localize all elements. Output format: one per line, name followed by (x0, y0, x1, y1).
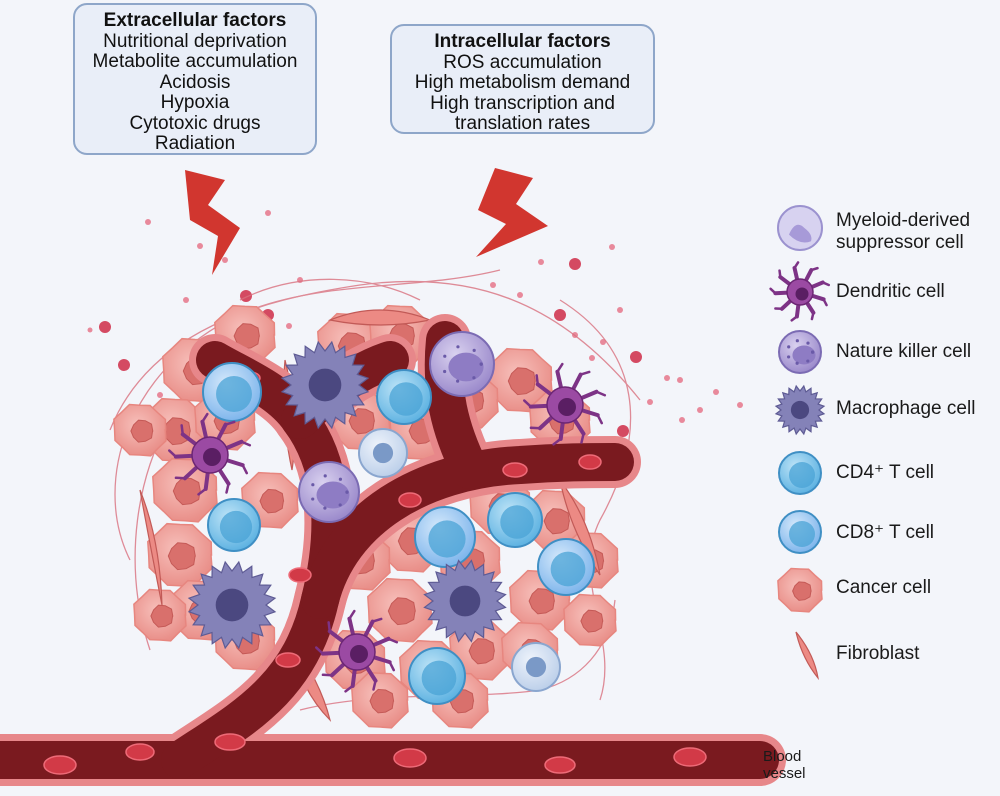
fibroblast (139, 489, 163, 606)
blood-vessel-label: Blood vessel (763, 748, 806, 782)
dendritic-cell (523, 362, 607, 446)
vesicle (617, 307, 623, 313)
fibroblast-icon (795, 631, 819, 681)
nk-cell (778, 330, 822, 374)
vesicle (569, 258, 581, 270)
legend-label-cd8: CD8⁺ T cell (836, 522, 935, 543)
vesicle (87, 327, 93, 333)
cancer-cell (367, 577, 433, 643)
vesicle (157, 392, 163, 398)
cancer-cell (351, 671, 409, 729)
legend-label-macrophage: Macrophage cell (836, 398, 976, 419)
dendritic-cell (769, 261, 831, 322)
cd8-t-cell (537, 538, 595, 596)
vesicle (630, 351, 642, 363)
vesicle (664, 375, 670, 381)
extracellular-item: Radiation (154, 133, 236, 154)
vesicle (647, 399, 653, 405)
vesicle (713, 389, 719, 395)
vesicle (589, 355, 595, 361)
secreted-vesicles (87, 210, 743, 437)
mdsc-cell (777, 205, 823, 251)
cd4-t-cell (487, 492, 543, 548)
dendritic-cell (315, 609, 399, 693)
vesicle (265, 210, 271, 216)
cancer-cell (147, 522, 213, 588)
vesicle (517, 292, 523, 298)
intracellular-item: ROS accumulation (443, 51, 602, 73)
cd4-t-cell (207, 498, 261, 552)
cancer-cell (113, 403, 167, 457)
cancer-cell (133, 588, 187, 642)
vesicle (609, 244, 615, 250)
cancer-cell (449, 619, 511, 681)
vesicle (679, 417, 685, 423)
vesicle (554, 309, 566, 321)
extracellular-item: Nutritional deprivation (103, 30, 287, 52)
cancer-cell (487, 347, 553, 413)
nk-cell (298, 461, 360, 523)
intracellular-item: translation rates (454, 113, 591, 134)
vesicle (222, 257, 228, 263)
vesicle (240, 290, 252, 302)
extracellular-item: Metabolite accumulation (92, 51, 298, 72)
cd8-t-cell-icon (778, 510, 822, 554)
macrophage (774, 384, 826, 436)
vesicle (99, 321, 111, 333)
cd4-t-cell-icon (778, 451, 822, 495)
extracellular-title: Extracellular factors (103, 10, 287, 31)
cancer-cell (563, 593, 617, 647)
extracellular-item: Acidosis (159, 71, 231, 93)
vesicle (538, 259, 544, 265)
t-cell (358, 428, 408, 478)
macrophage (280, 340, 370, 430)
legend-label-dendritic: Dendritic cell (836, 281, 945, 302)
extracellular-item: Cytotoxic drugs (129, 112, 261, 134)
vesicle (286, 323, 292, 329)
legend-icons (769, 205, 831, 681)
dendritic-cell (168, 412, 252, 496)
vesicle (145, 219, 151, 225)
cd4-t-cell (376, 369, 432, 425)
macrophage (423, 559, 507, 643)
t-cell (511, 642, 561, 692)
intracellular-factors-box: Intracellular factors ROS accumulation H… (390, 24, 655, 134)
lightning-icon (185, 168, 548, 275)
extracellular-factors-box: Extracellular factors Nutritional depriv… (73, 3, 317, 155)
vesicle (490, 282, 496, 288)
legend-label-nk: Nature killer cell (836, 341, 972, 362)
cd8-t-cell (414, 506, 476, 568)
intracellular-item: High metabolism demand (414, 72, 631, 93)
vesicle (118, 359, 130, 371)
vesicle (737, 402, 743, 408)
cd8-t-cell (202, 362, 262, 422)
vesicle (697, 407, 703, 413)
intracellular-title: Intracellular factors (434, 31, 611, 52)
nk-cell (429, 331, 495, 397)
vesicle (677, 377, 683, 383)
vesicle (600, 339, 606, 345)
vesicle (617, 425, 629, 437)
vesicle (183, 297, 189, 303)
legend-label-cd4: CD4⁺ T cell (836, 462, 935, 483)
immune-cells (168, 331, 607, 705)
macrophage (187, 560, 277, 650)
intracellular-item: High transcription and (430, 92, 615, 114)
vesicle (197, 243, 203, 249)
cd4-t-cell (408, 647, 466, 705)
extracellular-item: Hypoxia (160, 92, 230, 113)
cancer-cell (777, 567, 823, 613)
legend-label-mdsc: Myeloid-derived suppressor cell (836, 210, 971, 253)
legend-label-fibroblast: Fibroblast (836, 643, 920, 664)
legend-label-cancer: Cancer cell (836, 577, 932, 598)
